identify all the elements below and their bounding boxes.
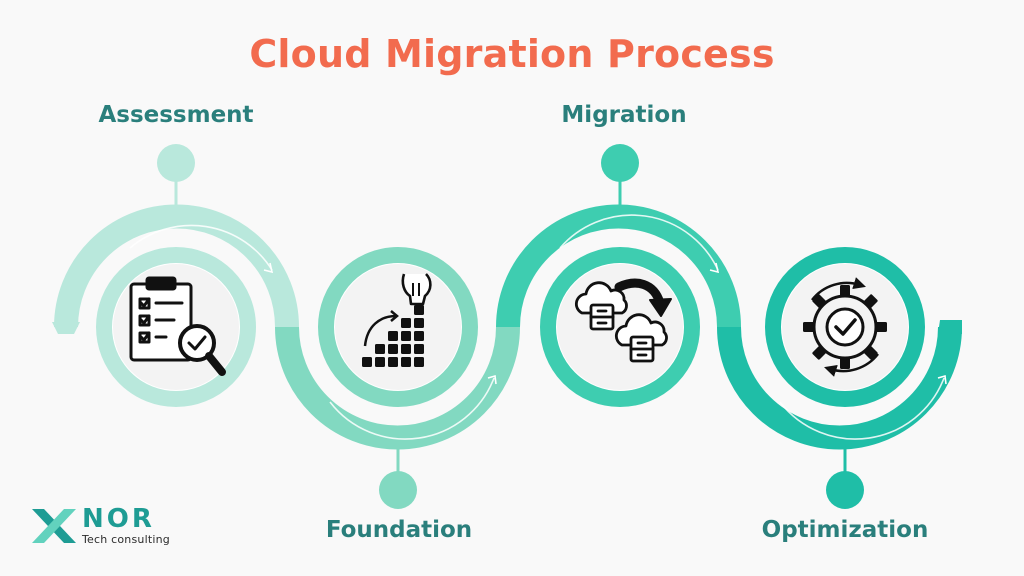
wave-segment-assessment [54, 204, 299, 328]
connector-knob [379, 471, 417, 509]
connector-knob [157, 144, 195, 182]
brand-logo: NOR Tech consulting [30, 506, 170, 545]
building-blocks-stairs-icon [362, 273, 432, 367]
connector-optimization [826, 446, 864, 509]
wave-end-tab [938, 320, 962, 334]
step-label-optimization: Optimization [761, 517, 929, 543]
connector-foundation [379, 446, 417, 509]
cloud-server-transfer-icon [574, 278, 672, 363]
brand-tagline: Tech consulting [82, 533, 170, 546]
page-title: Cloud Migration Process [249, 32, 775, 76]
x-logo-mark-icon [32, 508, 76, 543]
wave-flow-arrow [559, 214, 719, 271]
wave-flow-arrow [937, 374, 947, 385]
step-disc-foundation [318, 247, 478, 407]
connector-knob [826, 471, 864, 509]
wave-segment-foundation [275, 326, 520, 450]
wave-flow-arrow [263, 262, 274, 274]
step-label-foundation: Foundation [325, 517, 473, 543]
wave-flow-arrow [709, 262, 720, 274]
wave-band [52, 204, 962, 450]
wave-start-tab [52, 322, 80, 334]
wave-flow-arrow [779, 377, 945, 440]
connector-migration [601, 144, 639, 206]
clipboard-checklist-magnifier-icon [129, 276, 226, 376]
step-label-migration: Migration [561, 102, 687, 128]
wave-flow-arrow [487, 374, 497, 385]
brand-name: NOR [82, 504, 155, 534]
connector-knob [601, 144, 639, 182]
wave-flow-arrow [129, 224, 273, 271]
step-label-assessment: Assessment [98, 102, 254, 128]
wave-flow-arrow [329, 377, 495, 440]
connector-assessment [157, 144, 195, 206]
gear-cycle-check-icon [803, 277, 887, 377]
